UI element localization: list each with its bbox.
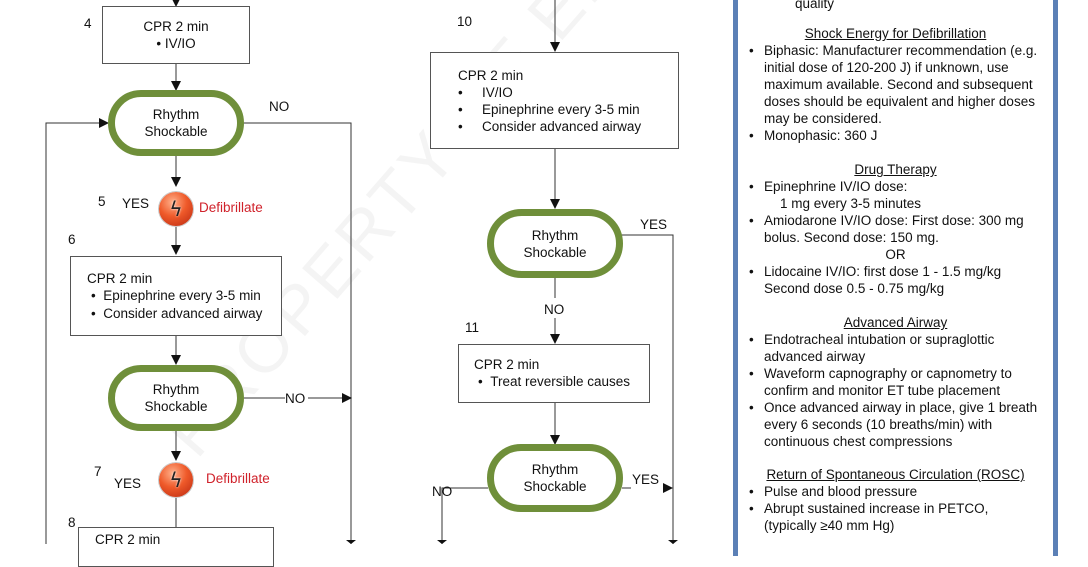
connector	[621, 234, 674, 544]
info-panel: quality Shock Energy for Defibrillation …	[733, 0, 1058, 556]
advanced-airway-list: Endotracheal intubation or supraglottic …	[738, 331, 1053, 450]
step-item-text: IV/IO	[164, 36, 196, 51]
lightning-bolt-icon: ϟ	[159, 463, 193, 497]
decision-label: Shockable	[144, 399, 208, 414]
connector	[441, 487, 488, 544]
list-item: Waveform capnography or capnometry to co…	[749, 365, 1038, 399]
list-item: Biphasic: Manufacturer recommendation (e…	[749, 42, 1053, 127]
step-title: CPR 2 min	[474, 357, 540, 372]
arrowhead	[346, 540, 356, 544]
rosc-list: Pulse and blood pressure Abrupt sustaine…	[738, 483, 1053, 534]
list-item: Amiodarone IV/IO dose: First dose: 300 m…	[749, 212, 1053, 246]
epinephrine-detail: 1 mg every 3-5 minutes	[780, 196, 922, 211]
section-title-rosc: Return of Spontaneous Circulation (ROSC)	[766, 467, 1025, 482]
decision-label: Rhythm	[531, 462, 579, 477]
step-item-text: Consider advanced airway	[482, 119, 642, 134]
no-label: NO	[544, 302, 565, 317]
step-item: • Treat reversible causes	[478, 374, 631, 389]
no-label: NO	[432, 484, 453, 499]
step-number: 7	[94, 464, 102, 479]
step-item-text: IV/IO	[482, 85, 513, 100]
shock-energy-list: Biphasic: Manufacturer recommendation (e…	[738, 42, 1053, 144]
yes-label: YES	[114, 476, 142, 491]
step-number: 8	[68, 515, 76, 530]
drug-therapy-list-2: Lidocaine IV/IO: first dose 1 - 1.5 mg/k…	[738, 263, 1053, 297]
step-item-text: Treat reversible causes	[490, 374, 631, 389]
step-item-text: Epinephrine every 3-5 min	[103, 288, 261, 303]
defibrillate-label: Defibrillate	[199, 200, 263, 215]
connector	[244, 122, 352, 544]
yes-label: YES	[122, 196, 150, 211]
step-item: • IV/IO	[156, 36, 196, 51]
step8-box: CPR 2 min	[78, 527, 274, 567]
decision-label: Shockable	[523, 479, 587, 494]
arrowhead	[668, 540, 678, 544]
step-item: •Epinephrine every 3-5 min	[458, 102, 640, 117]
list-item: Abrupt sustained increase in PETCO, (typi…	[749, 500, 1053, 534]
step4-box: CPR 2 min • IV/IO	[102, 6, 250, 64]
list-item: Monophasic: 360 J	[749, 127, 1053, 144]
flowchart-connectors	[45, 0, 678, 544]
or-label: OR	[885, 247, 906, 262]
list-item-text: Epinephrine IV/IO dose:	[764, 179, 908, 194]
step-title: CPR 2 min	[87, 271, 153, 286]
list-item: Lidocaine IV/IO: first dose 1 - 1.5 mg/k…	[749, 263, 1028, 297]
section-title-advanced-airway: Advanced Airway	[843, 315, 948, 330]
lightning-bolt-icon: ϟ	[159, 192, 193, 226]
step-item: • Consider advanced airway	[91, 306, 263, 321]
step6-box: CPR 2 min • Epinephrine every 3-5 min • …	[70, 256, 282, 336]
step11-box: CPR 2 min • Treat reversible causes	[458, 344, 650, 403]
panel-top-fragment: quality	[795, 0, 835, 11]
decision-label: Shockable	[144, 124, 208, 139]
step-title: CPR 2 min	[95, 532, 161, 547]
step10-box: CPR 2 min •IV/IO •Epinephrine every 3-5 …	[430, 52, 679, 149]
no-label: NO	[269, 99, 290, 114]
decision-label: Rhythm	[152, 107, 200, 122]
step-item: • Epinephrine every 3-5 min	[91, 288, 261, 303]
list-item: Epinephrine IV/IO dose: 1 mg every 3-5 mi…	[749, 178, 1053, 212]
list-item: Once advanced airway in place, give 1 br…	[749, 399, 1053, 450]
connector	[45, 118, 109, 544]
yes-label: YES	[632, 472, 660, 487]
step-item-text: Epinephrine every 3-5 min	[482, 102, 640, 117]
list-item: Endotracheal intubation or supraglottic …	[749, 331, 1008, 365]
step-item: •Consider advanced airway	[458, 119, 642, 134]
step-title: CPR 2 min	[143, 19, 209, 34]
step-number: 5	[98, 194, 106, 209]
step-number: 10	[457, 14, 473, 29]
drug-therapy-list: Epinephrine IV/IO dose: 1 mg every 3-5 mi…	[738, 178, 1053, 246]
arrowhead	[437, 540, 447, 544]
decision-label: Rhythm	[531, 227, 579, 243]
list-item-text: Abrupt sustained increase in PETCO,	[764, 501, 989, 516]
section-title-shock-energy: Shock Energy for Defibrillation	[804, 26, 987, 41]
decision-label: Shockable	[523, 244, 587, 260]
petco-detail: (typically ≥40 mm Hg)	[764, 518, 895, 533]
no-label: NO	[285, 391, 306, 406]
yes-label: YES	[640, 217, 668, 232]
step-number: 11	[465, 320, 480, 335]
step-title: CPR 2 min	[458, 68, 524, 83]
step-item-text: Consider advanced airway	[103, 306, 263, 321]
decision-label: Rhythm	[152, 382, 200, 397]
step-number: 4	[84, 16, 92, 31]
arrowhead	[663, 483, 673, 493]
defibrillate-label: Defibrillate	[206, 471, 270, 486]
step-item: •IV/IO	[458, 85, 513, 100]
section-title-drug-therapy: Drug Therapy	[854, 162, 937, 177]
step-number: 6	[68, 232, 76, 247]
list-item: Pulse and blood pressure	[749, 483, 1053, 500]
